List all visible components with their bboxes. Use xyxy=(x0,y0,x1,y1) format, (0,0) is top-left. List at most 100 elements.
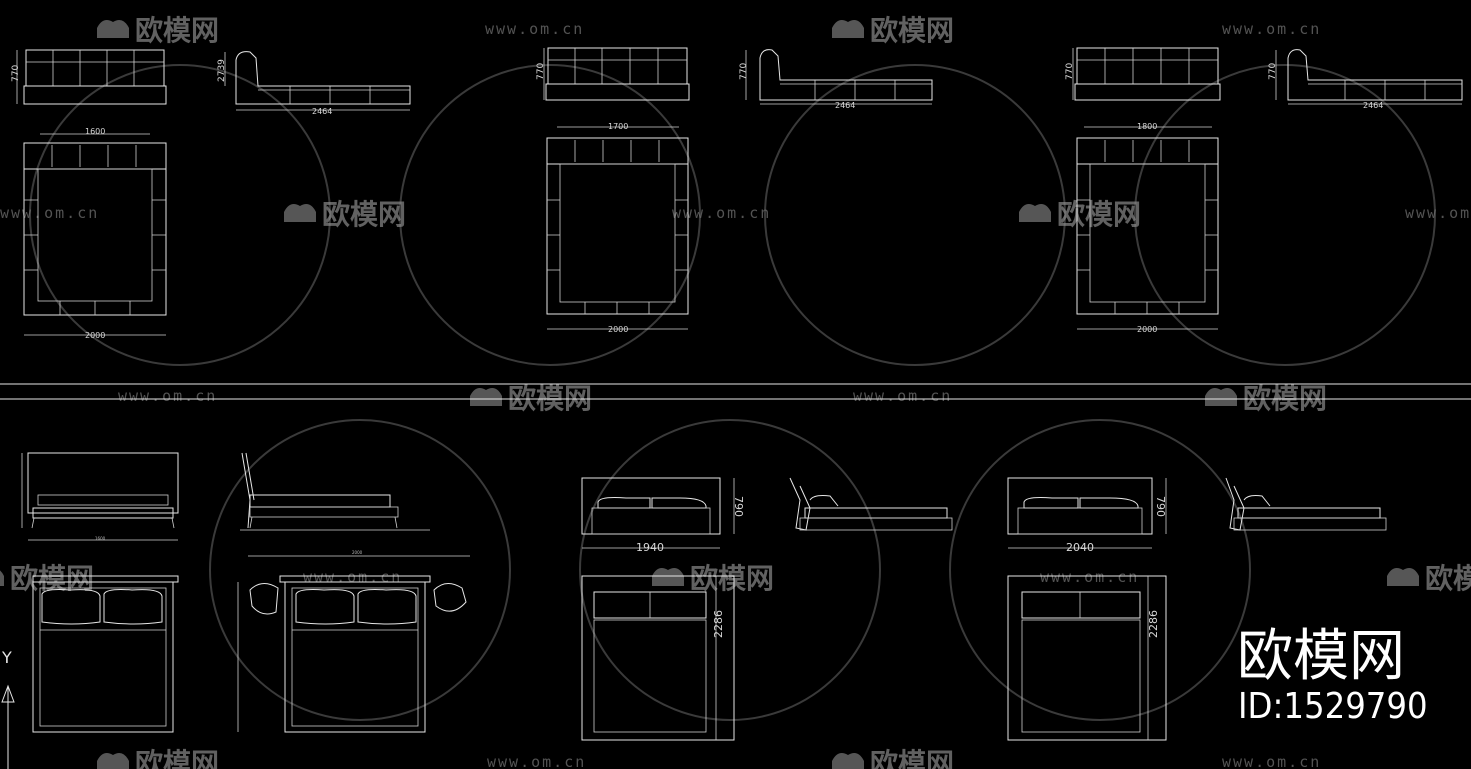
front-elevation: 2040 790 xyxy=(1007,477,1167,554)
side-elevation: 2464 770 xyxy=(1268,49,1463,110)
side-elevation xyxy=(789,477,953,531)
plan-view: 1600 2000 xyxy=(23,127,167,340)
length-dimension: 2000 xyxy=(1137,325,1157,334)
watermark-url: www.om.cn xyxy=(485,20,584,38)
sofa-icon xyxy=(1387,568,1419,586)
brand-block: 欧模网 ID:1529790 xyxy=(1237,624,1428,727)
length-dimension: 2286 xyxy=(712,610,725,638)
side-elevation xyxy=(240,452,430,531)
watermark-url: www.om.cn xyxy=(853,387,952,405)
side-elevation: 2464 770 xyxy=(739,49,933,110)
watermark-logo: 欧模网 xyxy=(1387,562,1471,595)
watermark-circle xyxy=(949,419,1251,721)
watermark-logo: 欧模网 xyxy=(652,562,774,595)
watermark-url: www.om.cn xyxy=(1405,204,1471,222)
height-dimension: 770 xyxy=(739,63,749,80)
watermark-circle xyxy=(579,419,881,721)
side-elevation xyxy=(1225,477,1387,531)
watermark-logo: 欧模网 xyxy=(832,747,954,769)
side-elevation: 2464 2739 xyxy=(217,51,411,116)
sofa-icon xyxy=(0,570,4,586)
height-dimension: 2739 xyxy=(217,59,227,82)
watermark-logo: 欧模网 xyxy=(97,14,219,47)
height-dimension: 770 xyxy=(536,63,546,80)
sofa-icon xyxy=(97,753,129,769)
sofa-icon xyxy=(470,388,502,406)
watermark-logo: 欧模网 xyxy=(284,198,406,231)
bed-drawing-bottom-2: 2000 xyxy=(237,550,470,733)
watermark-logo: 欧模网 xyxy=(1019,198,1141,231)
watermark-url: www.om.cn xyxy=(1040,568,1139,586)
watermark-logo: 欧模网 xyxy=(832,14,954,47)
bed-drawing-top-2: 770 2464 770 1700 2000 xyxy=(536,47,933,334)
width-dimension: 1800 xyxy=(1137,122,1157,131)
plan-view: 2286 xyxy=(1007,575,1167,741)
front-elevation: 770 xyxy=(536,47,690,101)
plan-view xyxy=(32,575,179,733)
watermark-brand: 欧模网 xyxy=(322,198,406,231)
length-dimension: 2000 xyxy=(608,325,628,334)
watermark-circle xyxy=(764,64,1066,366)
sofa-icon xyxy=(652,568,684,586)
ucs-axis-icon: Y xyxy=(1,648,15,769)
height-dimension: 790 xyxy=(1154,496,1167,517)
bed-drawing-bottom-3: 1940 790 2286 xyxy=(581,477,953,741)
watermark-brand: 欧模网 xyxy=(870,747,954,769)
width-dimension: 1940 xyxy=(636,541,664,554)
width-dimension: 2040 xyxy=(1066,541,1094,554)
watermark-url: www.om.cn xyxy=(1222,753,1321,769)
watermark-url: www.om.cn xyxy=(0,204,99,222)
brand-name: 欧模网 xyxy=(1237,624,1405,689)
sofa-icon xyxy=(832,20,864,38)
length-dimension: 2464 xyxy=(835,101,855,110)
bed-drawing-bottom-4: 2040 790 2286 xyxy=(1007,477,1387,741)
height-dimension: 790 xyxy=(732,496,745,517)
watermark-brand: 欧模网 xyxy=(1425,562,1471,595)
watermark-brand: 欧模网 xyxy=(135,747,219,769)
length-dimension: 2464 xyxy=(1363,101,1383,110)
plan-view: 1700 2000 xyxy=(546,122,689,334)
sofa-icon xyxy=(1019,204,1051,222)
bed-drawing-top-1: 770 2464 2739 1600 2000 xyxy=(11,49,411,340)
watermark-brand: 欧模网 xyxy=(870,14,954,47)
front-elevation: 1940 790 xyxy=(581,477,745,554)
watermark-url: www.om.cn xyxy=(118,387,217,405)
plan-view: 1800 2000 xyxy=(1076,122,1219,334)
watermark-brand: 欧模网 xyxy=(135,14,219,47)
watermark-circle xyxy=(29,64,331,366)
width-dimension: 1600 xyxy=(95,536,106,541)
length-dimension: 2286 xyxy=(1147,610,1160,638)
watermark-url: www.om.cn xyxy=(672,204,771,222)
nightstand-lamp-icon xyxy=(433,583,467,612)
bed-drawing-bottom-1: 1600 xyxy=(21,452,430,733)
length-dimension: 2000 xyxy=(85,331,105,340)
height-dimension: 770 xyxy=(1268,63,1278,80)
width-dimension: 2000 xyxy=(352,550,363,555)
width-dimension: 1600 xyxy=(85,127,105,136)
front-elevation: 770 xyxy=(11,49,167,105)
front-elevation: 770 xyxy=(1065,47,1221,101)
sofa-icon xyxy=(97,20,129,38)
watermark-brand: 欧模网 xyxy=(1057,198,1141,231)
watermark-circle xyxy=(399,64,701,366)
plan-view: 2286 xyxy=(581,575,735,741)
height-dimension: 770 xyxy=(1065,63,1075,80)
front-elevation: 1600 xyxy=(21,452,179,541)
bed-drawing-top-3: 770 2464 770 1800 2000 xyxy=(1065,47,1463,334)
brand-id: ID:1529790 xyxy=(1238,686,1428,727)
watermark-url: www.om.cn xyxy=(487,753,586,769)
watermark-logo: 欧模网 xyxy=(97,747,219,769)
watermark-url: www.om.cn xyxy=(1222,20,1321,38)
height-dimension: 770 xyxy=(11,65,21,82)
length-dimension: 2464 xyxy=(312,107,332,116)
sofa-icon xyxy=(284,204,316,222)
watermark-circle xyxy=(209,419,511,721)
watermark-brand: 欧模网 xyxy=(690,562,774,595)
sofa-icon xyxy=(1205,388,1237,406)
width-dimension: 1700 xyxy=(608,122,628,131)
watermark-circle xyxy=(1134,64,1436,366)
watermark-url: www.om.cn xyxy=(303,568,402,586)
sofa-icon xyxy=(832,753,864,769)
nightstand-lamp-icon xyxy=(249,583,279,615)
